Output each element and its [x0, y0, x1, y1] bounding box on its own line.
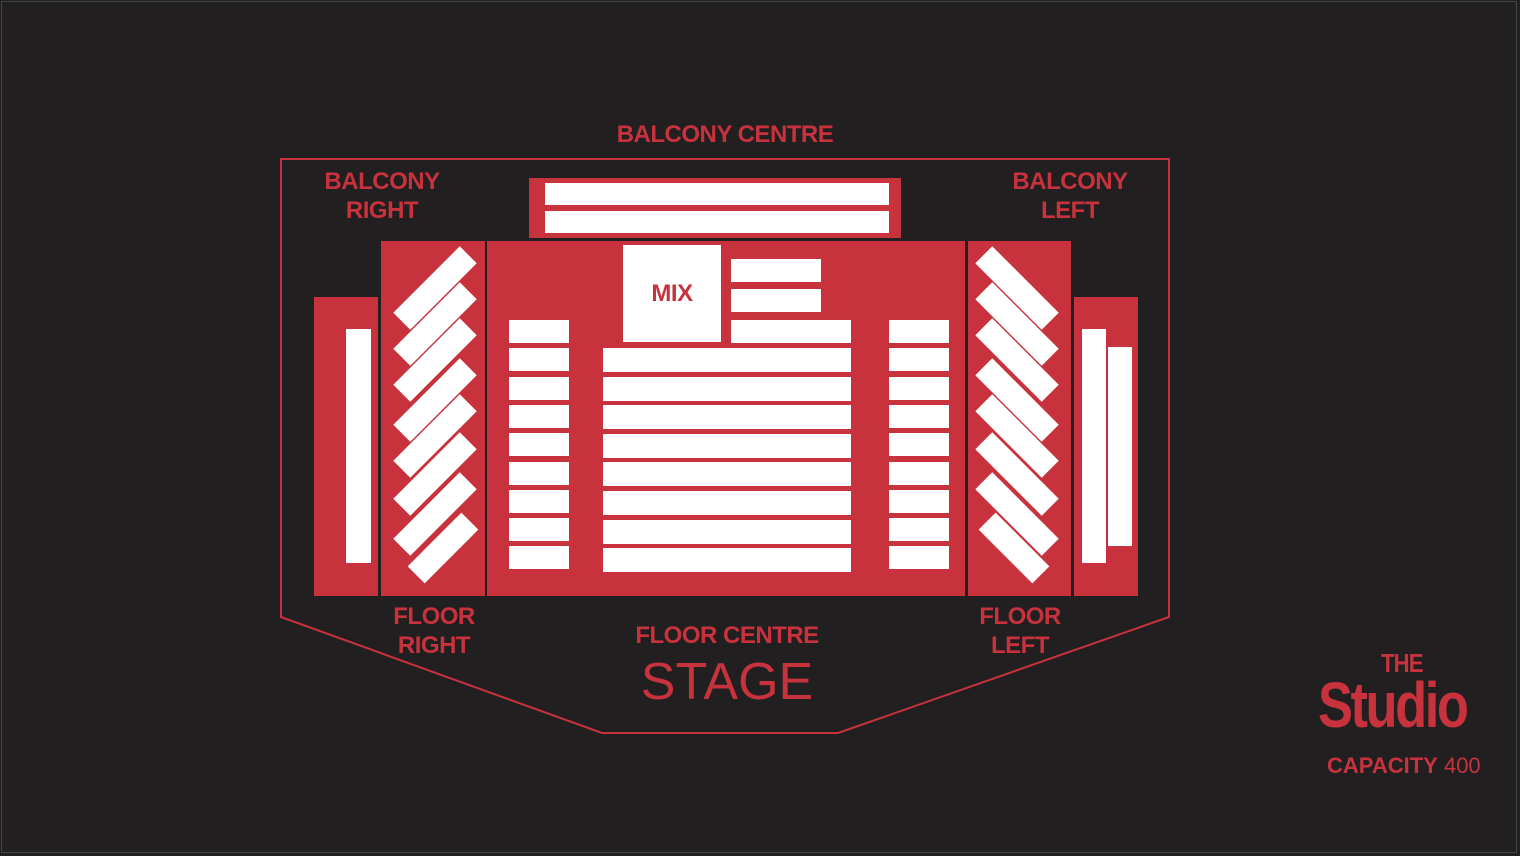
floor-right-label: FLOOR RIGHT [393, 603, 475, 659]
logo-studio: Studio [1318, 669, 1469, 741]
seat-row[interactable] [509, 376, 569, 400]
seat-row[interactable] [889, 433, 949, 457]
seat-row[interactable] [545, 211, 889, 233]
seat-row[interactable] [1082, 329, 1106, 563]
balcony-centre-label: BALCONY CENTRE [616, 121, 834, 148]
seat-row[interactable] [346, 329, 371, 563]
seat-row[interactable] [889, 461, 949, 485]
seat-row[interactable] [889, 348, 949, 372]
seat-row[interactable] [889, 404, 949, 428]
floor-left-label: FLOOR LEFT [979, 603, 1061, 659]
stage-label: STAGE [640, 653, 814, 711]
seat-row[interactable] [509, 404, 569, 428]
floor-centre-label: FLOOR CENTRE [635, 622, 819, 649]
seat-row[interactable] [545, 183, 889, 205]
balcony-left-label: BALCONY LEFT [1012, 168, 1128, 224]
seat-row[interactable] [509, 518, 569, 542]
seat-row[interactable] [603, 376, 851, 401]
seat-row[interactable] [603, 405, 851, 430]
mix-position: MIX [623, 245, 721, 342]
capacity-text: CAPACITY 400 [1327, 753, 1481, 779]
seat-row[interactable] [509, 320, 569, 343]
seat-row[interactable] [603, 348, 851, 372]
seat-row[interactable] [509, 433, 569, 457]
seat-row[interactable] [509, 546, 569, 570]
capacity-label: CAPACITY [1327, 753, 1438, 778]
seat-row[interactable] [889, 518, 949, 542]
seat-row[interactable] [731, 259, 821, 282]
seat-row[interactable] [509, 489, 569, 513]
balcony-right-label: BALCONY RIGHT [324, 168, 440, 224]
capacity-value: 400 [1443, 753, 1481, 778]
seat-row[interactable] [731, 320, 851, 343]
seat-row[interactable] [509, 461, 569, 485]
seat-row[interactable] [889, 489, 949, 513]
seat-row[interactable] [889, 320, 949, 343]
seat-row[interactable] [603, 519, 851, 544]
seat-row[interactable] [731, 289, 821, 312]
seat-row[interactable] [889, 546, 949, 570]
seat-row[interactable] [509, 348, 569, 372]
seat-row[interactable] [603, 548, 851, 573]
seat-row[interactable] [603, 491, 851, 515]
seat-row[interactable] [1108, 347, 1132, 546]
logo-the: THE [1381, 648, 1424, 678]
seat-row[interactable] [603, 433, 851, 458]
seat-row[interactable] [603, 462, 851, 487]
seat-row[interactable] [889, 376, 949, 400]
